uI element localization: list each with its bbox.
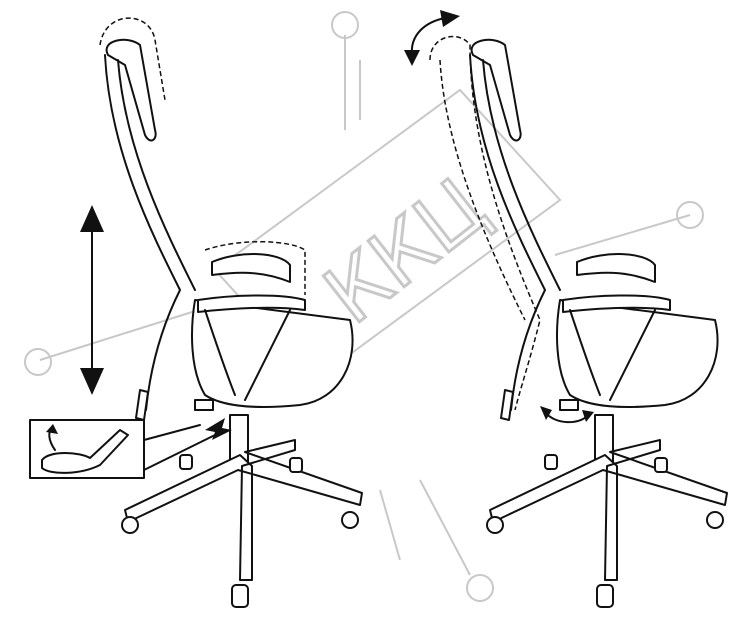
headrest-raised-outline <box>99 17 166 101</box>
chair-right <box>429 35 728 608</box>
height-arrow <box>80 205 104 395</box>
chair-left <box>99 17 363 608</box>
tension-knob-arrow <box>540 406 594 424</box>
backrest-tilt-arrow <box>404 10 460 66</box>
lever-pointer-arrow <box>205 418 232 440</box>
backrest-reclined-outline <box>429 35 541 411</box>
lever-inset <box>29 418 232 479</box>
armrest-raised-outline <box>204 241 306 295</box>
